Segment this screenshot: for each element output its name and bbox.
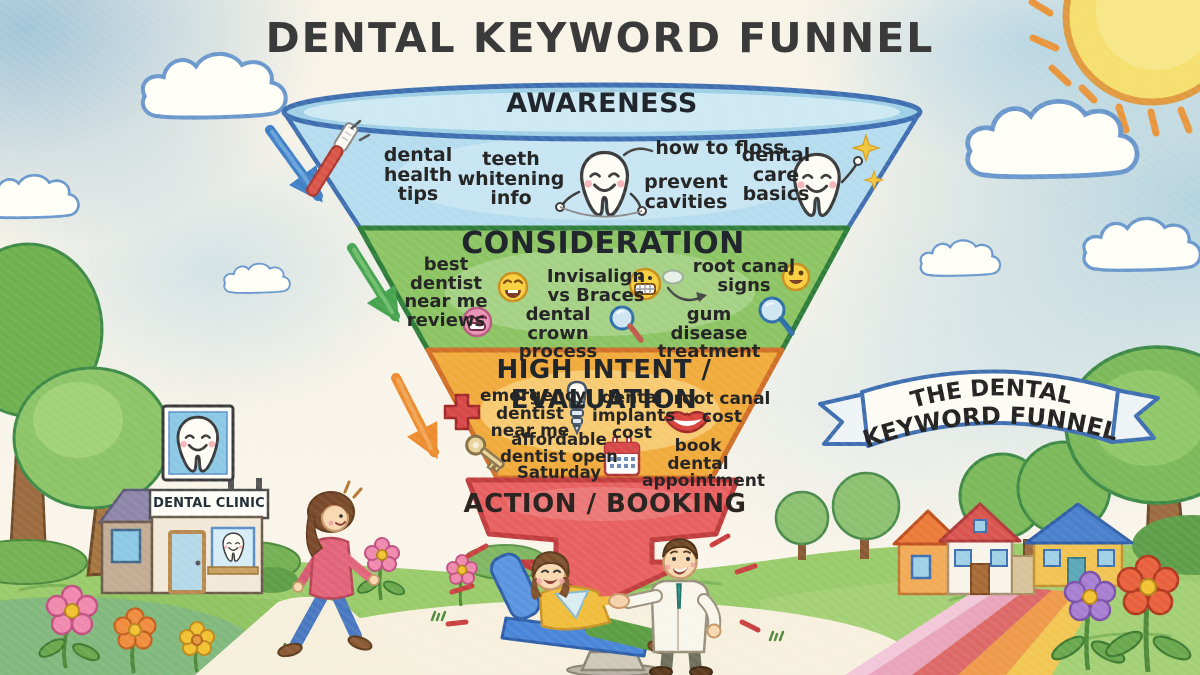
house-white <box>938 502 1022 596</box>
cloud-icon <box>968 101 1137 176</box>
aligner-icon <box>662 269 684 285</box>
funnel-graphic <box>281 82 923 605</box>
funnel-stage-action-shape <box>465 477 740 605</box>
cloud-icon <box>919 239 1002 277</box>
sun-icon <box>1028 0 1200 137</box>
red-cross-icon <box>443 393 481 431</box>
patient <box>530 550 675 654</box>
sparkling-tooth-icon <box>792 134 884 218</box>
small-tree <box>774 490 830 546</box>
laughing-emoji-icon <box>497 271 529 303</box>
dentist <box>621 537 722 675</box>
tooth-flossing-icon <box>555 150 647 218</box>
cloud-icon <box>143 54 286 118</box>
flower-orange <box>113 607 157 674</box>
flower-red <box>1105 554 1192 673</box>
house-yellow <box>1024 502 1134 588</box>
magnifier-icon <box>758 296 795 336</box>
consideration-icons <box>461 262 811 343</box>
flower-yellow <box>179 621 215 673</box>
magnifier-icon <box>609 305 644 343</box>
braces-emoji-icon <box>628 267 662 301</box>
awareness-icons <box>306 119 884 218</box>
flowers <box>38 537 1192 674</box>
small-tree <box>831 471 901 541</box>
lips-icon <box>663 410 711 434</box>
flower-pink <box>38 584 100 669</box>
flower-pink-small <box>357 537 406 601</box>
dental-clinic-building <box>97 404 270 595</box>
clinic-sign-board <box>148 488 270 520</box>
key-icon <box>465 434 505 474</box>
calendar-icon <box>603 436 641 477</box>
toothbrush-icon <box>306 122 359 197</box>
smiley-emoji-icon <box>781 262 811 292</box>
chair-backrest <box>489 552 541 621</box>
floss-label-connector <box>622 147 654 157</box>
walking-woman <box>277 480 380 658</box>
booking-scene <box>489 537 722 675</box>
clinic-door <box>168 530 206 594</box>
cloud-icon <box>223 262 291 294</box>
cloud-icon <box>0 173 80 220</box>
flower-purple <box>1051 570 1126 671</box>
implant-icon <box>566 380 588 436</box>
handshake <box>608 593 630 609</box>
clinic-window <box>110 528 142 564</box>
cloud-icon <box>1082 216 1200 272</box>
pink-smiley-icon <box>461 306 493 338</box>
high-intent-icons <box>443 380 711 477</box>
emphasis-dashes <box>445 533 761 633</box>
